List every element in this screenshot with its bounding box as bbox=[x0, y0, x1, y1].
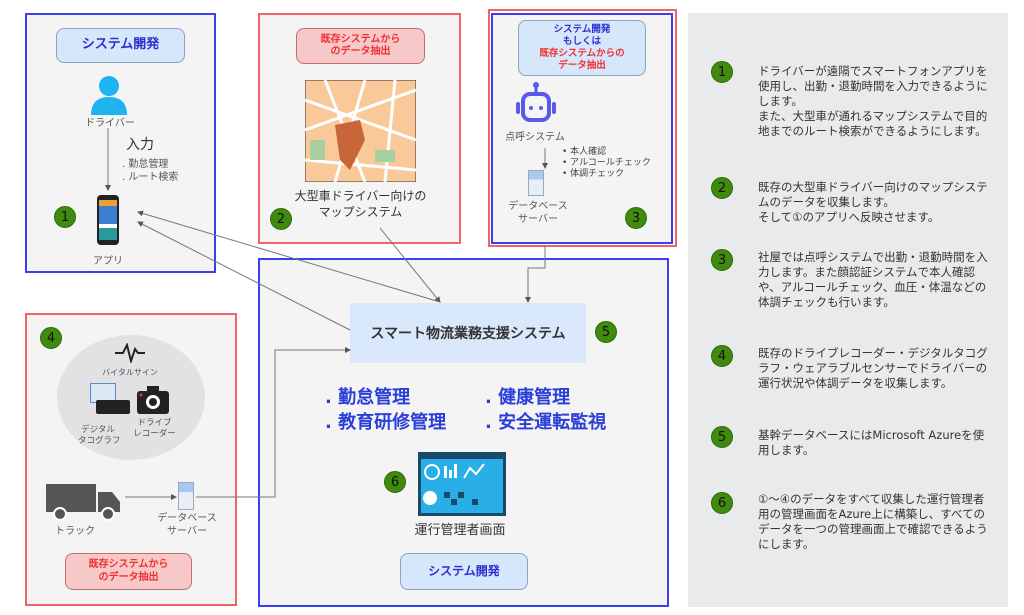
db-server-label: データベースサーバー bbox=[152, 512, 222, 538]
rollcall-system-label: 点呼システム bbox=[505, 132, 565, 143]
step-number-3: 3 bbox=[711, 249, 733, 271]
feature-item: . 安全運転監視 bbox=[485, 412, 607, 433]
feature-text: 安全運転監視 bbox=[498, 412, 607, 433]
database-server-icon bbox=[178, 482, 194, 510]
feature-text: 教育研修管理 bbox=[338, 412, 447, 433]
description-panel bbox=[688, 13, 1008, 607]
truck-icon bbox=[46, 484, 120, 521]
step-number-1: 1 bbox=[54, 206, 76, 228]
feature-item: . 教育研修管理 bbox=[325, 412, 447, 433]
label-line: もしくは bbox=[562, 36, 601, 48]
input-bullet: . 勤怠管理 bbox=[122, 159, 169, 170]
system-dev-label: システム開発 bbox=[56, 28, 185, 63]
db-line: サーバー bbox=[167, 526, 207, 537]
map-system-caption: 大型車ドライバー向けのマップシステム bbox=[268, 188, 453, 220]
step-number-5: 5 bbox=[595, 321, 617, 343]
tachograph-label: デジタルタコグラフ bbox=[78, 425, 121, 447]
vital-sign-label: バイタルサイン bbox=[102, 368, 158, 377]
db-line: サーバー bbox=[518, 214, 558, 225]
smart-logistics-system: スマート物流業務支援システム bbox=[350, 303, 586, 363]
caption-line: 大型車ドライバー向けの bbox=[294, 189, 427, 203]
label-line: ドライブ bbox=[137, 418, 172, 428]
check-item: • 体調チェック bbox=[562, 169, 625, 179]
check-item: • 本人確認 bbox=[562, 147, 607, 157]
input-bullet: . ルート検索 bbox=[122, 172, 179, 183]
step-number-2: 2 bbox=[711, 177, 733, 199]
step-number-4: 4 bbox=[711, 345, 733, 367]
check-item-text: 体調チェック bbox=[570, 169, 625, 179]
feature-item: . 健康管理 bbox=[485, 387, 571, 408]
robot-icon bbox=[516, 82, 556, 122]
step-number-6: 6 bbox=[711, 492, 733, 514]
system-dev-label: システム開発 bbox=[400, 553, 528, 590]
db-line: データベース bbox=[157, 513, 217, 524]
dashcam-icon bbox=[137, 386, 169, 414]
step-description: 基幹データベースにはMicrosoft Azureを使用します。 bbox=[758, 428, 985, 457]
driver-label: ドライバー bbox=[85, 118, 135, 129]
bullet-text: ルート検索 bbox=[128, 172, 179, 183]
dev-or-extract-label: システム開発もしくは 既存システムからのデータ抽出 bbox=[518, 20, 646, 76]
check-list: • 本人確認 • アルコールチェック • 体調チェック bbox=[562, 147, 651, 180]
check-item: • アルコールチェック bbox=[562, 158, 651, 168]
vital-sign-icon bbox=[115, 343, 145, 363]
step-number-1: 1 bbox=[711, 61, 733, 83]
db-line: データベース bbox=[508, 201, 568, 212]
step-description: 既存のドライブレコーダー・デジタルタコグラフ・ウェアラブルセンサーでドライバーの… bbox=[758, 346, 988, 390]
label-line: システム開発 bbox=[553, 24, 611, 36]
step-number-4: 4 bbox=[40, 327, 62, 349]
step-number-3: 3 bbox=[625, 207, 647, 229]
label-line: タコグラフ bbox=[78, 436, 121, 446]
data-extract-label: 既存システムからのデータ抽出 bbox=[296, 28, 425, 64]
operations-manager-screen-label: 運行管理者画面 bbox=[414, 523, 506, 538]
feature-text: 勤怠管理 bbox=[338, 387, 411, 408]
step-number-5: 5 bbox=[711, 426, 733, 448]
step-description: ドライバーが遠隔でスマートフォンアプリを使用し、出勤・退勤時間を入力できるように… bbox=[758, 64, 988, 138]
input-label: 入力 bbox=[126, 137, 154, 153]
label-line: デジタル bbox=[81, 425, 115, 435]
recorder-label: ドライブレコーダー bbox=[132, 418, 177, 440]
map-icon bbox=[305, 80, 416, 182]
smartphone-icon bbox=[97, 195, 119, 245]
step-number-6: 6 bbox=[384, 471, 406, 493]
devices-circle bbox=[57, 335, 205, 460]
check-item-text: 本人確認 bbox=[570, 147, 607, 157]
app-label: アプリ bbox=[93, 256, 123, 267]
feature-text: 健康管理 bbox=[498, 387, 571, 408]
step-description: 社屋では点呼システムで出勤・退勤時間を入力します。また顔認証システムで本人確認や… bbox=[758, 250, 988, 309]
check-item-text: アルコールチェック bbox=[570, 158, 651, 168]
step-description: ①～④のデータをすべて収集した運行管理者用の管理画面をAzure上に構築し、すべ… bbox=[758, 492, 988, 551]
db-server-label: データベースサーバー bbox=[505, 200, 571, 226]
driver-icon bbox=[91, 76, 127, 115]
bullet-text: 勤怠管理 bbox=[128, 159, 169, 170]
database-server-icon bbox=[528, 170, 544, 196]
dashboard-icon bbox=[418, 452, 506, 516]
truck-label: トラック bbox=[55, 526, 95, 537]
caption-line: マップシステム bbox=[318, 205, 403, 219]
step-number-2: 2 bbox=[270, 208, 292, 230]
step-description: 既存の大型車ドライバー向けのマップシステムのデータを収集します。 そして①のアプ… bbox=[758, 180, 988, 224]
label-line: データ抽出 bbox=[558, 59, 606, 71]
tachograph-device-icon bbox=[96, 400, 130, 414]
label-line: 既存システムからの bbox=[539, 48, 625, 59]
data-extract-label: 既存システムからのデータ抽出 bbox=[65, 553, 192, 590]
feature-item: . 勤怠管理 bbox=[325, 387, 411, 408]
label-line: レコーダー bbox=[133, 429, 176, 439]
